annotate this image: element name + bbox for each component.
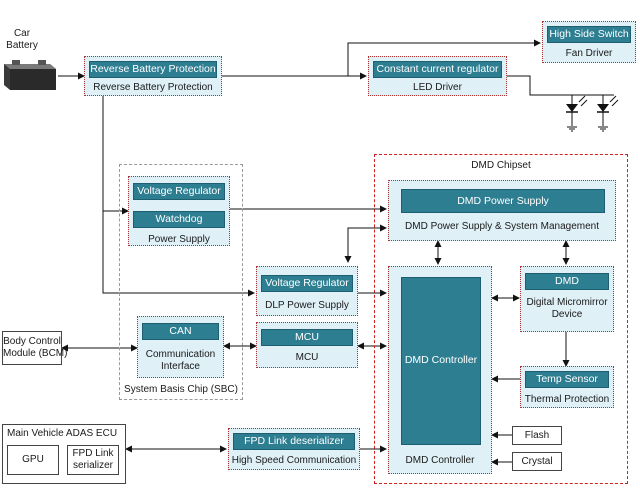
led-2-icon <box>597 95 619 132</box>
mcu-caption: MCU <box>295 352 319 363</box>
led-driver-bar: Constant current regulator <box>373 61 502 78</box>
dmd-block: DMD Digital Micromirror Device <box>520 266 614 332</box>
can-block: CAN Communication Interface <box>137 316 224 378</box>
dmd-power-block: DMD Power Supply DMD Power Supply & Syst… <box>388 180 616 241</box>
adas-ecu-title: Main Vehicle ADAS ECU <box>7 428 118 439</box>
fan-driver-caption: Fan Driver <box>565 48 613 59</box>
reverse-battery-block: Reverse Battery Protection Reverse Batte… <box>84 56 222 96</box>
dmd-chipset-title: DMD Chipset <box>471 160 531 171</box>
led-1-icon <box>566 95 588 132</box>
fpd-deserializer-block: FPD Link deserializer High Speed Communi… <box>228 428 360 470</box>
voltage-regulator-bar: Voltage Regulator <box>133 183 225 200</box>
gpu-box: GPU <box>7 445 59 475</box>
sbc-container <box>119 164 243 400</box>
mcu-bar: MCU <box>261 329 353 346</box>
dmd-controller-bar: DMD Controller <box>401 277 481 445</box>
car-battery-label: Car Battery <box>6 28 38 51</box>
wire-rbp-dlp <box>102 96 255 297</box>
communication-interface-caption: Communication Interface <box>145 349 216 372</box>
dmd-bar: DMD <box>525 273 609 290</box>
dmd-caption: Digital Micromirror Device <box>526 297 608 320</box>
wire-led-out <box>507 75 614 96</box>
wire-rbp-fan <box>347 39 541 76</box>
mcu-block: MCU MCU <box>256 322 358 368</box>
dmd-power-caption: DMD Power Supply & System Management <box>405 221 599 232</box>
dlp-voltage-regulator-bar: Voltage Regulator <box>261 275 353 292</box>
adas-ecu-box: Main Vehicle ADAS ECU GPU FPD Link seria… <box>2 424 126 484</box>
wire-dmdps-dlp <box>344 224 387 263</box>
can-bar: CAN <box>142 323 219 340</box>
fpd-serializer-box: FPD Link serializer <box>67 445 119 475</box>
bcm-box: Body Control Module (BCM) <box>2 331 67 365</box>
fan-driver-block: High Side Switch Fan Driver <box>542 21 636 63</box>
thermal-block: Temp Sensor Thermal Protection <box>520 366 614 408</box>
power-supply-block: Voltage Regulator Watchdog Power Supply <box>128 176 230 246</box>
led-driver-caption: LED Driver <box>413 82 462 93</box>
reverse-battery-caption: Reverse Battery Protection <box>93 82 213 93</box>
dmd-power-bar: DMD Power Supply <box>401 189 605 213</box>
power-supply-caption: Power Supply <box>148 234 210 245</box>
fan-driver-bar: High Side Switch <box>547 26 631 43</box>
fpd-caption: High Speed Communication <box>231 455 357 466</box>
watchdog-bar: Watchdog <box>133 211 225 228</box>
dmd-controller-block: DMD Controller DMD Controller <box>388 266 492 474</box>
flash-box: Flash <box>512 426 562 445</box>
crystal-box: Crystal <box>512 452 562 471</box>
reverse-battery-bar: Reverse Battery Protection <box>89 61 217 78</box>
dlp-power-caption: DLP Power Supply <box>265 300 349 311</box>
led-driver-block: Constant current regulator LED Driver <box>368 56 507 96</box>
fpd-deserializer-bar: FPD Link deserializer <box>233 433 355 450</box>
sbc-caption: System Basis Chip (SBC) <box>124 384 238 395</box>
thermal-caption: Thermal Protection <box>524 394 610 405</box>
dmd-controller-caption: DMD Controller <box>405 455 475 466</box>
dmd-chipset-container <box>374 154 628 484</box>
car-battery-icon <box>4 60 56 90</box>
dlp-power-block: Voltage Regulator DLP Power Supply <box>256 266 358 316</box>
temp-sensor-bar: Temp Sensor <box>525 371 609 388</box>
